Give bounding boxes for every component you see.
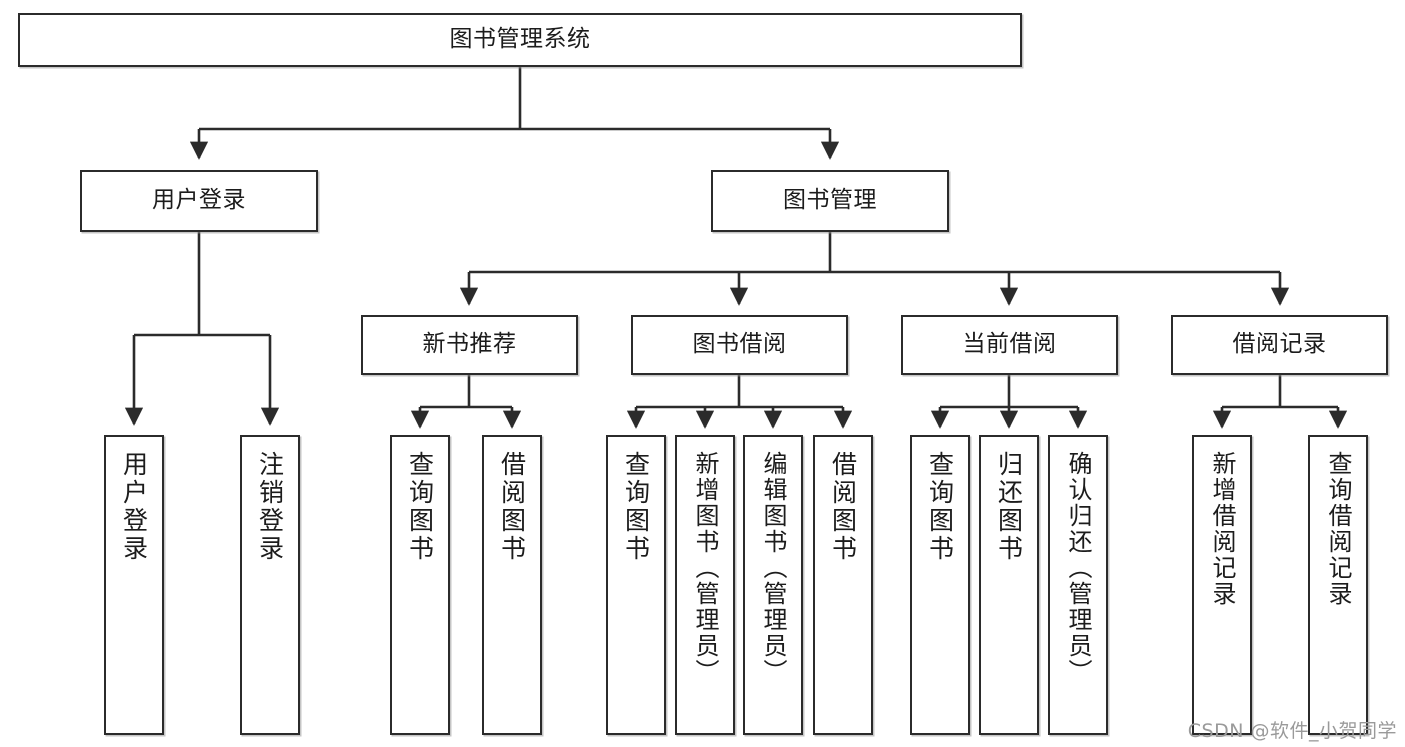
node-borrow-record[interactable]: 借阅记录	[1171, 315, 1388, 375]
node-book-borrow[interactable]: 图书借阅	[631, 315, 848, 375]
leaf-borrow-query-book-label: 查询图书	[621, 451, 651, 563]
leaf-record-query[interactable]: 查询借阅记录	[1308, 435, 1368, 735]
leaf-current-return-book[interactable]: 归还图书	[979, 435, 1039, 735]
leaf-current-return-book-label: 归还图书	[994, 451, 1024, 563]
leaf-recommend-query-book-label: 查询图书	[405, 451, 435, 563]
node-current-borrow[interactable]: 当前借阅	[901, 315, 1118, 375]
leaf-borrow-edit-book[interactable]: 编辑图书（管理员）	[743, 435, 803, 735]
leaf-record-add[interactable]: 新增借阅记录	[1192, 435, 1252, 735]
leaf-borrow-borrow-book-label: 借阅图书	[828, 451, 858, 563]
node-new-book-recommend-label: 新书推荐	[422, 331, 517, 358]
node-user-login-label: 用户登录	[152, 187, 246, 214]
leaf-borrow-edit-book-label: 编辑图书（管理员）	[759, 451, 787, 685]
node-book-management[interactable]: 图书管理	[711, 170, 949, 232]
leaf-user-login-label: 用户登录	[119, 451, 149, 563]
watermark-text: CSDN @软件_小贺同学	[1187, 720, 1397, 742]
leaf-recommend-borrow-book[interactable]: 借阅图书	[482, 435, 542, 735]
node-root-label: 图书管理系统	[449, 26, 591, 53]
leaf-record-query-label: 查询借阅记录	[1324, 451, 1352, 607]
leaf-current-query-book-label: 查询图书	[925, 451, 955, 563]
node-book-borrow-label: 图书借阅	[692, 331, 787, 358]
node-book-management-label: 图书管理	[783, 187, 877, 214]
leaf-borrow-add-book[interactable]: 新增图书（管理员）	[675, 435, 735, 735]
node-borrow-record-label: 借阅记录	[1232, 331, 1327, 358]
leaf-current-confirm-return-label: 确认归还（管理员）	[1064, 451, 1092, 685]
leaf-borrow-query-book[interactable]: 查询图书	[606, 435, 666, 735]
leaf-recommend-borrow-book-label: 借阅图书	[497, 451, 527, 563]
node-user-login[interactable]: 用户登录	[80, 170, 318, 232]
leaf-current-query-book[interactable]: 查询图书	[910, 435, 970, 735]
node-root[interactable]: 图书管理系统	[18, 13, 1022, 67]
leaf-user-logout-label: 注销登录	[255, 451, 285, 563]
node-current-borrow-label: 当前借阅	[962, 331, 1057, 358]
leaf-recommend-query-book[interactable]: 查询图书	[390, 435, 450, 735]
node-new-book-recommend[interactable]: 新书推荐	[361, 315, 578, 375]
leaf-borrow-borrow-book[interactable]: 借阅图书	[813, 435, 873, 735]
leaf-record-add-label: 新增借阅记录	[1208, 451, 1236, 607]
leaf-user-logout[interactable]: 注销登录	[240, 435, 300, 735]
leaf-current-confirm-return[interactable]: 确认归还（管理员）	[1048, 435, 1108, 735]
leaf-borrow-add-book-label: 新增图书（管理员）	[691, 451, 719, 685]
leaf-user-login[interactable]: 用户登录	[104, 435, 164, 735]
